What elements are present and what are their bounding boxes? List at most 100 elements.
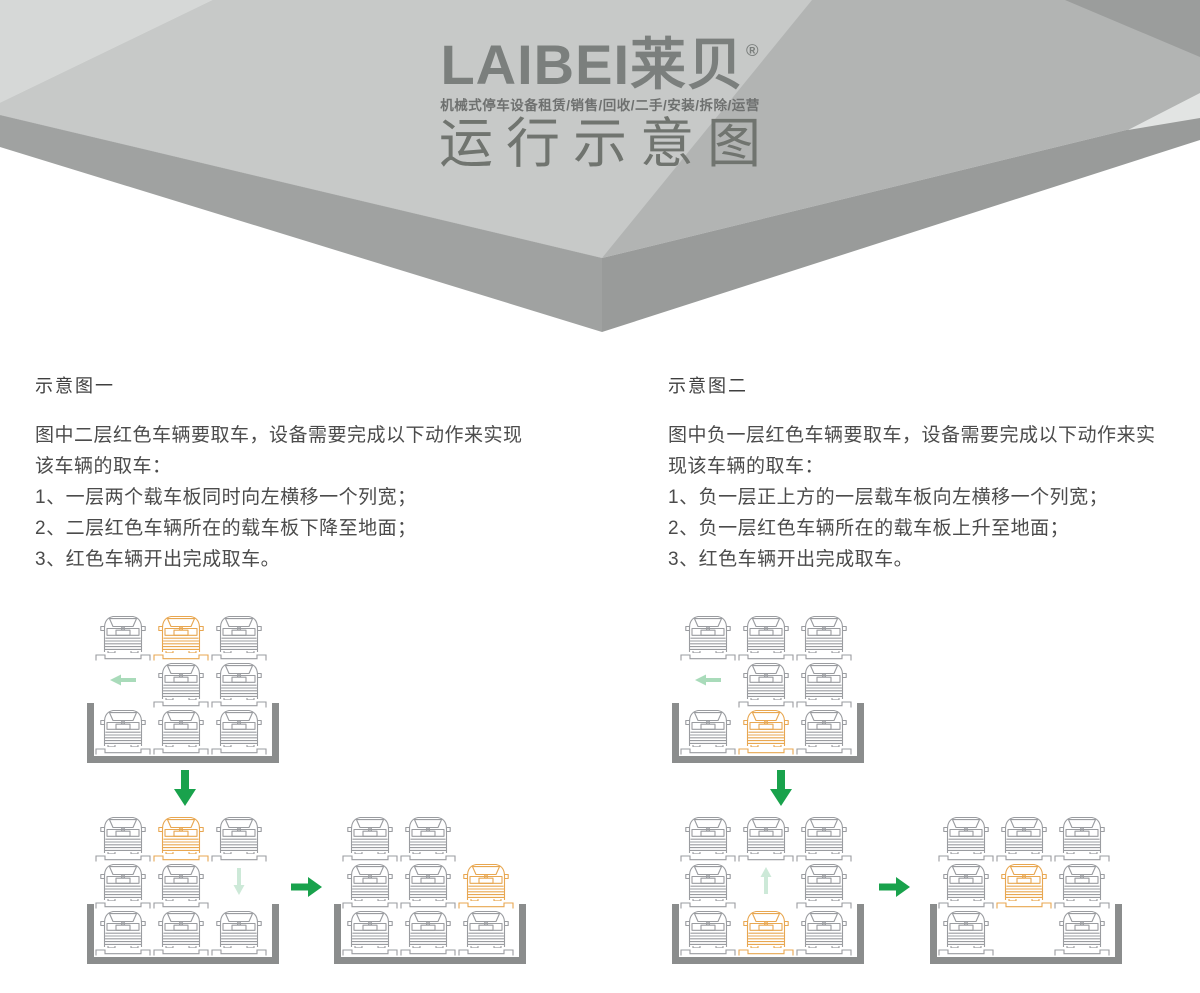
car-icon	[1059, 910, 1105, 948]
car-icon	[405, 863, 451, 901]
car-icon	[685, 709, 731, 747]
car-icon	[158, 910, 204, 948]
car-icon	[1059, 863, 1105, 901]
car-icon	[158, 863, 204, 901]
section-2-heading: 示意图二	[668, 376, 748, 396]
car-icon	[685, 863, 731, 901]
section-1-description-line-2: 该车辆的取车：	[35, 456, 172, 477]
diagram2-state1	[672, 615, 864, 763]
carrier-plate-icon	[95, 902, 151, 909]
carrier-plate-icon	[95, 949, 151, 956]
pit-wall	[334, 904, 341, 964]
ascend-arrow-icon	[760, 867, 772, 894]
section-1-description-line-1: 图中二层红色车辆要取车，设备需要完成以下动作来实现	[35, 425, 523, 446]
carrier-plate-icon	[342, 855, 398, 862]
carrier-plate-icon	[153, 701, 209, 708]
car-icon	[347, 910, 393, 948]
car-icon	[216, 662, 262, 700]
section-2-description-line-2: 现该车辆的取车：	[668, 456, 825, 477]
car-icon	[801, 662, 847, 700]
car-icon	[943, 863, 989, 901]
transition-right-arrow-icon	[291, 877, 322, 897]
carrier-plate-icon	[95, 855, 151, 862]
carrier-plate-icon	[680, 855, 736, 862]
car-icon	[943, 910, 989, 948]
carrier-plate-icon	[211, 748, 267, 755]
carrier-plate-icon	[211, 949, 267, 956]
brand-logo-text: LAIBEI莱贝	[440, 33, 745, 96]
carrier-plate-icon	[95, 748, 151, 755]
carrier-plate-icon	[1054, 902, 1110, 909]
transition-down-arrow-icon	[770, 770, 792, 806]
carrier-plate-icon	[211, 701, 267, 708]
page-title: 运行示意图	[439, 114, 774, 174]
carrier-plate-icon	[1054, 855, 1110, 862]
car-icon	[100, 816, 146, 854]
carrier-plate-icon	[796, 902, 852, 909]
pit-wall	[672, 904, 679, 964]
pit-floor	[87, 756, 279, 763]
carrier-plate-icon	[400, 902, 456, 909]
car-icon	[347, 863, 393, 901]
header-banner-graphic	[0, 0, 1200, 332]
car-icon	[463, 910, 509, 948]
carrier-plate-icon	[211, 654, 267, 661]
section-1-step-3: 3、红色车辆开出完成取车。	[35, 549, 281, 570]
pit-floor	[672, 756, 864, 763]
pit-floor	[930, 957, 1122, 964]
carrier-plate-icon	[458, 902, 514, 909]
carrier-plate-icon	[796, 855, 852, 862]
car-icon	[743, 816, 789, 854]
car-icon	[158, 709, 204, 747]
pit-wall	[672, 703, 679, 763]
car-icon	[100, 910, 146, 948]
section-2-step-1: 1、负一层正上方的一层载车板向左横移一个列宽；	[668, 487, 1109, 508]
carrier-plate-icon	[938, 902, 994, 909]
pit-wall	[272, 904, 279, 964]
descend-arrow-icon	[233, 868, 245, 895]
pit-wall	[1115, 904, 1122, 964]
pit-wall	[930, 904, 937, 964]
pit-wall	[87, 703, 94, 763]
pit-floor	[87, 957, 279, 964]
carrier-plate-icon	[680, 654, 736, 661]
pit-wall	[519, 904, 526, 964]
carrier-plate-icon	[1054, 949, 1110, 956]
carrier-plate-icon	[153, 902, 209, 909]
carrier-plate-icon	[738, 855, 794, 862]
car-icon	[405, 816, 451, 854]
car-icon	[100, 615, 146, 653]
car-icon	[1001, 816, 1047, 854]
car-icon	[216, 816, 262, 854]
carrier-plate-icon	[996, 902, 1052, 909]
highlight-car-icon	[743, 709, 789, 747]
car-icon	[801, 910, 847, 948]
carrier-plate-icon	[400, 949, 456, 956]
carrier-plate-icon	[996, 855, 1052, 862]
carrier-plate-icon	[342, 949, 398, 956]
registered-trademark-icon: ®	[746, 41, 760, 60]
car-icon	[100, 863, 146, 901]
diagram2-state2	[672, 816, 864, 964]
carrier-plate-icon	[153, 654, 209, 661]
carrier-plate-icon	[458, 949, 514, 956]
diagram1-state3	[334, 816, 526, 964]
car-icon	[100, 709, 146, 747]
section-diagram-2: 示意图二 图中负一层红色车辆要取车，设备需要完成以下动作来实 现该车辆的取车： …	[668, 376, 1156, 575]
carrier-plate-icon	[796, 949, 852, 956]
car-icon	[801, 863, 847, 901]
car-icon	[801, 615, 847, 653]
car-icon	[743, 662, 789, 700]
car-icon	[158, 662, 204, 700]
carrier-plate-icon	[211, 855, 267, 862]
carrier-plate-icon	[400, 855, 456, 862]
brand-tagline: 机械式停车设备租赁/销售/回收/二手/安装/拆除/运营	[440, 98, 760, 113]
highlight-car-icon	[158, 615, 204, 653]
carrier-plate-icon	[153, 748, 209, 755]
carrier-plate-icon	[738, 654, 794, 661]
highlight-car-icon	[1001, 863, 1047, 901]
car-icon	[216, 910, 262, 948]
carrier-plate-icon	[95, 654, 151, 661]
carrier-plate-icon	[938, 855, 994, 862]
